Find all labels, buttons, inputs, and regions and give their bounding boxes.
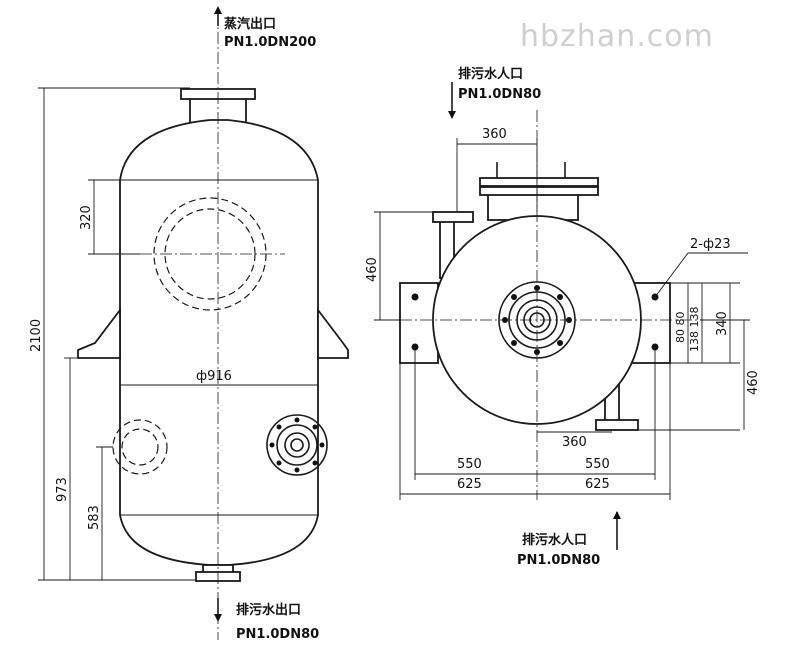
height-583-dimension: 583 (87, 505, 102, 530)
dimension-550-right: 550 (585, 457, 610, 472)
drain-outlet-label: 排污水出口 (236, 602, 301, 618)
top-view-flange-2 (479, 186, 599, 196)
vessel-shell (119, 119, 319, 566)
dimension-550-left: 550 (457, 457, 482, 472)
dimension-460-right: 460 (746, 370, 761, 395)
dimension-138-138: 138 138 (688, 307, 701, 353)
top-view (374, 82, 750, 550)
dimension-625-left: 625 (457, 477, 482, 492)
drain-outlet-spec: PN1.0DN80 (236, 627, 319, 642)
dimension-340: 340 (715, 311, 730, 336)
dimension-625-right: 625 (585, 477, 610, 492)
watermark: hbzhan.com (520, 19, 714, 54)
drain-inlet-top-spec: PN1.0DN80 (458, 87, 541, 102)
drain-inlet-right-label: 排污水人口 (522, 532, 587, 548)
steam-outlet-label: 蒸汽出口 (224, 16, 276, 32)
height-973-dimension: 973 (55, 477, 70, 502)
holes-dimension: 2-ф23 (690, 237, 731, 252)
front-view (38, 6, 349, 640)
side-nozzle-right (266, 414, 328, 476)
right-bracket (317, 307, 349, 359)
top-left-flange (432, 211, 474, 223)
dimension-360-top: 360 (482, 127, 507, 142)
drain-inlet-right-spec: PN1.0DN80 (517, 553, 600, 568)
steam-outlet-spec: PN1.0DN200 (224, 35, 316, 50)
dimension-360-mid: 360 (562, 435, 587, 450)
height-2100-dimension: 2100 (29, 319, 44, 352)
drain-inlet-top-label: 排污水人口 (458, 66, 523, 82)
dimension-460-left: 460 (365, 257, 380, 282)
top-view-flange-1 (479, 177, 599, 187)
left-bracket (77, 307, 121, 359)
bottom-right-flange (595, 419, 639, 431)
dimension-80-80: 80 80 (674, 312, 687, 344)
opening-320-dimension: 320 (79, 205, 94, 230)
diameter-dimension: ф916 (196, 369, 232, 384)
